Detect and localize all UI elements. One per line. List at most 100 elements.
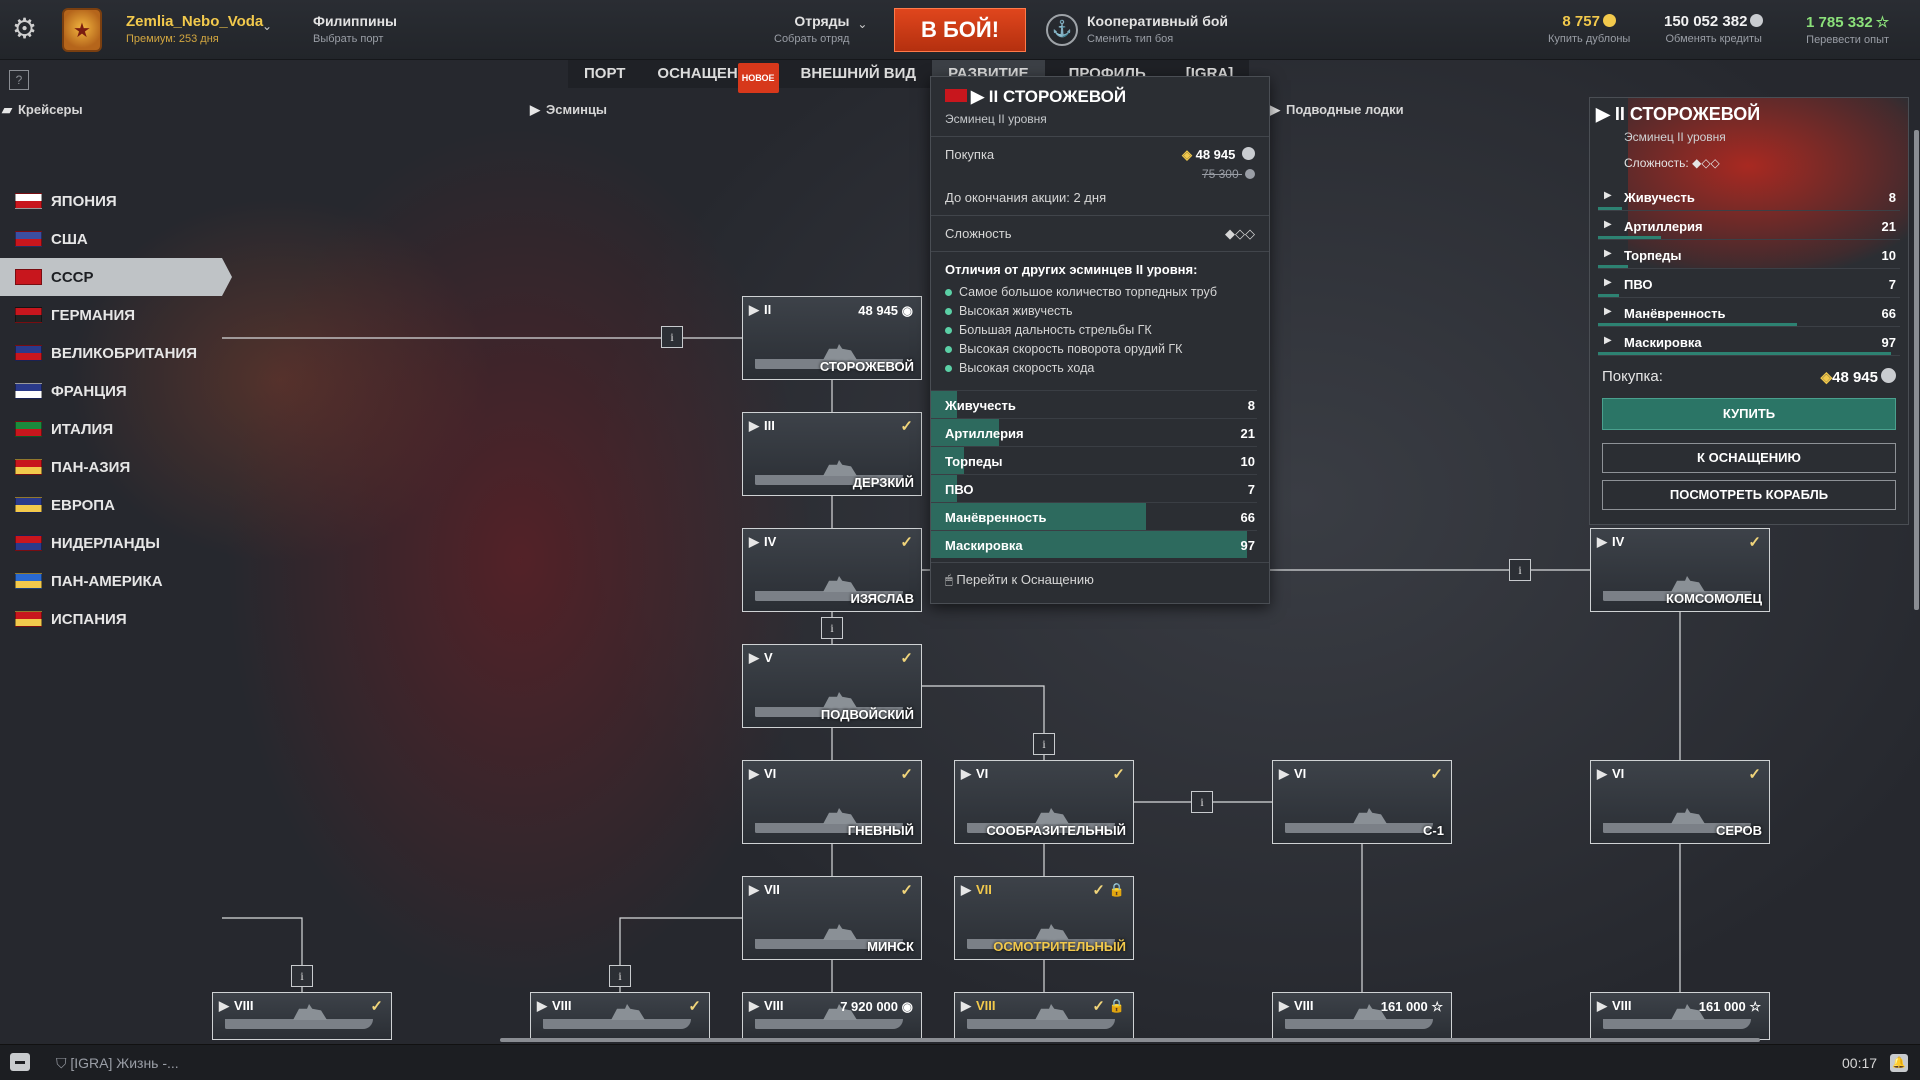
nation-item[interactable]: США bbox=[0, 220, 222, 258]
ship-silhouette bbox=[751, 691, 913, 717]
battle-button[interactable]: В БОЙ! bbox=[894, 8, 1026, 52]
tooltip-promo: До окончания акции: 2 дня bbox=[945, 190, 1107, 205]
destroyer-icon: ▶ bbox=[749, 418, 759, 433]
settings-gear-icon[interactable]: ⚙ bbox=[12, 13, 38, 44]
ship-silhouette bbox=[751, 459, 913, 485]
ship-silhouette bbox=[751, 923, 913, 949]
nation-item[interactable]: ЕВРОПА bbox=[0, 486, 222, 524]
doubloons-value: 8 757 bbox=[1562, 13, 1600, 30]
battle-mode-icon[interactable]: ⚓ bbox=[1046, 14, 1078, 46]
nation-item[interactable]: ВЕЛИКОБРИТАНИЯ bbox=[0, 334, 222, 372]
info-button[interactable]: i bbox=[1509, 559, 1531, 581]
destroyer-icon: ▶ bbox=[1597, 998, 1607, 1013]
info-button[interactable]: i bbox=[291, 965, 313, 987]
nation-item[interactable]: НИДЕРЛАНДЫ bbox=[0, 524, 222, 562]
nation-item[interactable]: ИСПАНИЯ bbox=[0, 600, 222, 638]
nation-item[interactable]: ПАН-АМЕРИКА bbox=[0, 562, 222, 600]
nation-item[interactable]: ЯПОНИЯ bbox=[0, 182, 222, 220]
tab-port[interactable]: ПОРТ bbox=[584, 65, 626, 82]
info-button[interactable]: i bbox=[1033, 733, 1055, 755]
ship-card-viii_d[interactable]: ▶VIII✓🔒 bbox=[954, 992, 1134, 1040]
chat-preview[interactable]: ⛉ [IGRA] Жизнь -... bbox=[56, 1055, 179, 1072]
nation-item[interactable]: ГЕРМАНИЯ bbox=[0, 296, 222, 334]
expand-arrow-icon: ▶ bbox=[1604, 248, 1612, 259]
feature-item: Высокая живучесть bbox=[945, 304, 1255, 318]
clan-emblem-icon[interactable] bbox=[62, 8, 102, 52]
info-button[interactable]: i bbox=[1191, 791, 1213, 813]
panel-buy-row: Покупка: ◈48 945 bbox=[1602, 368, 1896, 386]
free-xp-counter[interactable]: 1 785 332☆ Перевести опыт bbox=[1806, 13, 1889, 46]
buy-button[interactable]: КУПИТЬ bbox=[1602, 398, 1896, 430]
battle-mode-selector[interactable]: Кооперативный бой Сменить тип боя bbox=[1087, 13, 1228, 45]
nation-label: ИТАЛИЯ bbox=[51, 420, 114, 438]
player-menu[interactable]: Zemlia_Nebo_Voda Премиум: 253 дня ⌄ bbox=[126, 13, 272, 45]
class-submarines[interactable]: ▶Подводные лодки bbox=[1270, 102, 1404, 118]
horizontal-scrollbar[interactable] bbox=[500, 1038, 1760, 1042]
nation-item[interactable]: ИТАЛИЯ bbox=[0, 410, 222, 448]
player-name: Zemlia_Nebo_Voda bbox=[126, 13, 264, 30]
ship-card-viii_b[interactable]: ▶VIII✓ bbox=[530, 992, 710, 1040]
destroyer-icon: ▶ bbox=[749, 302, 759, 317]
view-ship-button[interactable]: ПОСМОТРЕТЬ КОРАБЛЬ bbox=[1602, 480, 1896, 510]
go-to-equipment-link[interactable]: 🖱 Перейти к Оснащению bbox=[931, 562, 1269, 597]
doubloons-counter[interactable]: 8 757 Купить дублоны bbox=[1548, 13, 1630, 45]
chevron-down-icon: ⌄ bbox=[262, 19, 273, 33]
squads-button[interactable]: Отряды Собрать отряд ⌄ bbox=[774, 13, 867, 45]
ship-tier: ▶VIII bbox=[1597, 998, 1632, 1014]
stat-label: Живучесть bbox=[1624, 190, 1695, 205]
class-destroyers[interactable]: ▶Эсминцы bbox=[530, 102, 607, 118]
chat-icon[interactable]: ▬ bbox=[10, 1053, 30, 1071]
to-equipment-button[interactable]: К ОСНАЩЕНИЮ bbox=[1602, 443, 1896, 473]
nation-label: СССР bbox=[51, 268, 94, 286]
help-button[interactable]: ? bbox=[9, 70, 29, 90]
vertical-scrollbar[interactable] bbox=[1914, 130, 1919, 610]
cruiser-icon: ▰ bbox=[2, 102, 12, 117]
ship-card-viii_a[interactable]: ▶VIII✓ bbox=[212, 992, 392, 1040]
nation-item[interactable]: СССР bbox=[0, 258, 232, 296]
credits-counter[interactable]: 150 052 382 Обменять кредиты bbox=[1664, 13, 1764, 45]
nation-item[interactable]: ФРАНЦИЯ bbox=[0, 372, 222, 410]
ship-silhouette bbox=[751, 807, 913, 833]
nation-item[interactable]: ПАН-АЗИЯ bbox=[0, 448, 222, 486]
destroyer-icon: ▶ bbox=[749, 998, 759, 1013]
ship-silhouette bbox=[1599, 1003, 1761, 1029]
tooltip-title: ▶ II СТОРОЖЕВОЙ bbox=[945, 87, 1255, 107]
info-button[interactable]: i bbox=[821, 617, 843, 639]
panel-difficulty: Сложность: ◆◇◇ bbox=[1624, 156, 1720, 170]
stat-label: ПВО bbox=[945, 482, 974, 497]
tab-equipment-label: ОСНАЩЕНИЕ bbox=[657, 65, 759, 82]
researched-check-icon: ✓ bbox=[1092, 882, 1105, 899]
notification-bell-icon[interactable]: 🔔 bbox=[1890, 1054, 1908, 1072]
info-button[interactable]: i bbox=[661, 326, 683, 348]
tab-appearance[interactable]: ВНЕШНИЙ ВИД bbox=[800, 65, 917, 82]
class-cruisers[interactable]: ▰Крейсеры bbox=[2, 102, 83, 118]
credits-value: 150 052 382 bbox=[1664, 13, 1748, 30]
port-selector[interactable]: Филиппины Выбрать порт bbox=[313, 13, 397, 45]
info-button[interactable]: i bbox=[609, 965, 631, 987]
